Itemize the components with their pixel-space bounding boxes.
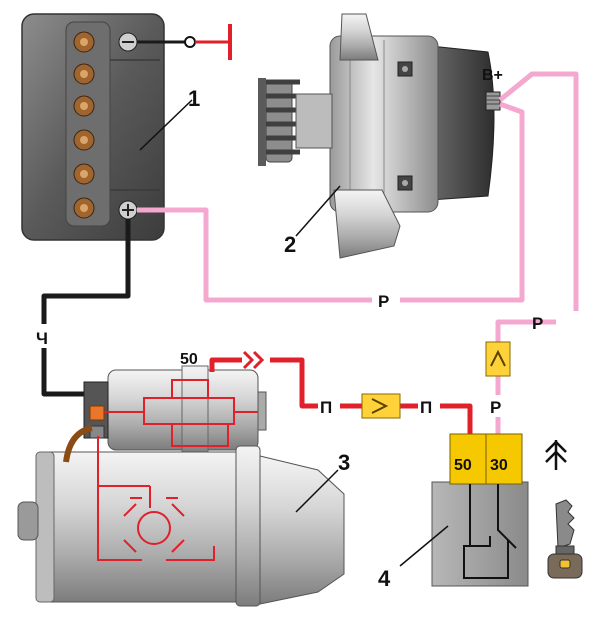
callout-leader-2 — [295, 185, 341, 237]
battery-positive-terminal — [118, 200, 138, 220]
red-wire — [209, 357, 473, 436]
callout-starter: 3 — [338, 450, 350, 475]
connector-symbol — [242, 350, 265, 370]
pink-wires — [137, 71, 579, 436]
label-bg-ch — [34, 324, 56, 348]
label-bg-p1 — [372, 289, 400, 311]
alternator-output-terminal — [485, 91, 501, 111]
battery-cell-caps — [73, 31, 95, 219]
alternator-pulley — [258, 78, 333, 166]
callout-leader-3 — [295, 469, 339, 513]
label-bg-r1 — [318, 395, 340, 417]
battery-negative-terminal — [118, 32, 138, 52]
wire-label-pink-switch: Р — [490, 398, 501, 417]
pink-wire-alternator-switch — [495, 71, 579, 436]
terminal-b-plus-label: В+ — [482, 67, 503, 84]
battery — [21, 13, 165, 241]
switch-terminal-30-label: 30 — [490, 457, 508, 474]
label-bg-p2 — [556, 311, 588, 333]
ignition-switch — [431, 433, 529, 587]
wire-label-red-left: П — [320, 398, 332, 417]
fuse-red — [361, 393, 401, 419]
callout-ignition-switch: 4 — [378, 566, 391, 591]
switch-terminal-50-label: 50 — [454, 457, 472, 474]
ground-connection — [137, 24, 232, 60]
label-bg-r2 — [418, 395, 440, 417]
wire-label-red-right: П — [420, 398, 432, 417]
callout-alternator: 2 — [284, 232, 296, 257]
switch-terminal-50 — [449, 433, 487, 485]
black-wire — [41, 219, 131, 397]
rotate-arrow-icon — [545, 440, 567, 470]
starter-internal-schematic — [97, 379, 258, 561]
callout-leader-1 — [139, 99, 193, 151]
wire-label-pink-lower: Р — [378, 292, 389, 311]
key-icon — [547, 499, 583, 579]
label-bg-p3 — [488, 395, 510, 417]
callout-battery: 1 — [188, 86, 200, 111]
alternator — [258, 13, 501, 259]
starter — [17, 365, 345, 607]
wire-label-pink-right: Р — [532, 314, 543, 333]
callout-leader-4 — [399, 525, 449, 567]
wire-label-black: Ч — [36, 329, 48, 348]
pink-wire-battery-alternator — [137, 101, 525, 303]
starter-terminal-50-label: 50 — [180, 351, 198, 368]
fuse-pink — [485, 341, 511, 377]
switch-terminal-30 — [485, 433, 523, 485]
